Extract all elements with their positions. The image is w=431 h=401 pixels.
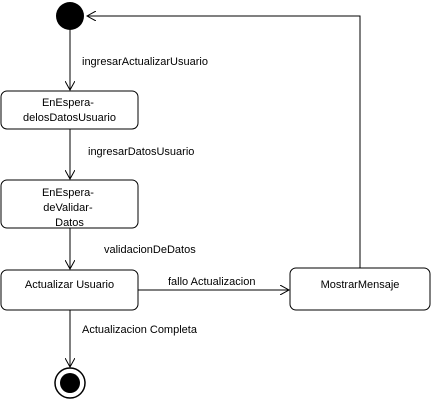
- transition-label-fallo-actualizacion: fallo Actualizacion: [168, 276, 255, 288]
- transition-return-to-initial: [87, 16, 361, 268]
- transition-label-ingresar-datos-usuario: ingresarDatosUsuario: [88, 146, 194, 158]
- transition-label-validacion-de-datos: validacionDeDatos: [104, 244, 196, 256]
- initial-state: [56, 2, 84, 30]
- final-state-inner: [60, 373, 80, 393]
- transition-label-ingresar-actualizar-usuario: ingresarActualizarUsuario: [82, 56, 208, 68]
- state-label-en-espera-datos-usuario: EnEspera- delosDatosUsuario: [23, 97, 116, 124]
- transition-label-actualizacion-completa: Actualizacion Completa: [82, 324, 198, 336]
- state-label-mostrar-mensaje: MostrarMensaje: [321, 279, 400, 291]
- state-label-actualizar-usuario: Actualizar Usuario: [25, 279, 114, 291]
- state-label-en-espera-validar-datos: EnEspera- deValidar- Datos: [42, 187, 97, 229]
